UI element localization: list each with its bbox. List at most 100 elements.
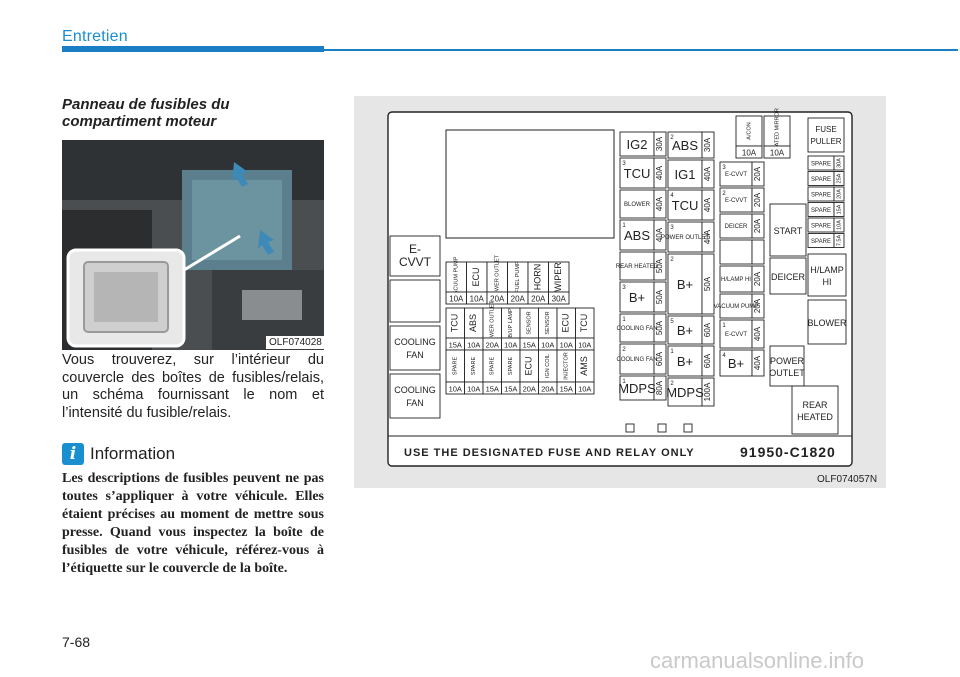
relay-right bbox=[769, 345, 805, 387]
fuse-right-name: DEICER bbox=[725, 224, 748, 230]
fuse-mid-num: 1 bbox=[670, 349, 674, 355]
fuse-upper-amp: 20A bbox=[511, 295, 526, 304]
fuse-mid-num: 1 bbox=[622, 317, 626, 323]
fuse-mid-amp-box bbox=[701, 159, 715, 189]
relay-right bbox=[807, 299, 847, 345]
relay-right-label: OUTLET bbox=[769, 368, 805, 378]
watermark: carmanualsonline.info bbox=[650, 648, 865, 673]
fuse-lower-amp: 10A bbox=[467, 341, 480, 350]
fuse-right bbox=[719, 293, 753, 319]
fuse-mid-amp-box bbox=[701, 345, 715, 377]
fuse-mid-amp: 50A bbox=[655, 289, 664, 304]
relay-left-label: FAN bbox=[406, 350, 424, 360]
fuse-puller-box bbox=[807, 117, 845, 153]
fuse-spare-amp-box bbox=[833, 217, 845, 233]
fuse-lower-name: IGN COIL bbox=[545, 354, 551, 378]
fuse-upper-name: ECU bbox=[471, 267, 481, 286]
fuse-right-amp-box bbox=[751, 161, 765, 187]
fuse-upper-amp: 10A bbox=[470, 295, 485, 304]
page-number: 7-68 bbox=[62, 634, 91, 650]
fuse-spare-amp: 20A bbox=[836, 189, 842, 199]
fuse-spare-name: SPARE bbox=[811, 193, 831, 199]
fuse-right-num: 1 bbox=[722, 323, 726, 329]
fuse-mid bbox=[667, 189, 703, 221]
fuse-right-name: VACUUM PUMP bbox=[714, 304, 759, 310]
relay-right-label: REAR bbox=[802, 400, 828, 410]
info-icon: i bbox=[62, 443, 84, 465]
fuse-mid-amp-box bbox=[701, 189, 715, 221]
fuse-mid-amp: 60A bbox=[703, 353, 712, 368]
relay-left bbox=[389, 325, 441, 371]
fuse-panel-svg: USE THE DESIGNATED FUSE AND RELAY ONLY 9… bbox=[387, 108, 853, 467]
fuse-mid-name: ABS bbox=[624, 228, 650, 243]
relay-right-label: HI bbox=[823, 277, 832, 287]
relay-right-label: DEICER bbox=[771, 272, 806, 282]
fuse-mid bbox=[619, 281, 655, 313]
fuse-upper-amp-box bbox=[548, 291, 570, 305]
fuse-mid-num: 3 bbox=[622, 285, 626, 291]
fuse-right-num: 2 bbox=[722, 191, 726, 197]
fuse-mid-name: IG2 bbox=[627, 137, 648, 152]
relay-right-label: START bbox=[774, 226, 803, 236]
relay-left bbox=[389, 235, 441, 277]
fuse-mid-name: TCU bbox=[672, 198, 699, 213]
fuse-right-amp-box bbox=[751, 293, 765, 319]
fuse-mid-name: IG1 bbox=[675, 167, 696, 182]
fuse-right-amp: 20A bbox=[753, 192, 762, 207]
fuse-mid-name: MDPS bbox=[618, 381, 656, 396]
fuse-mid-amp: 30A bbox=[655, 136, 664, 151]
fuse-top-small-name: A/CON bbox=[746, 122, 752, 139]
fuse-right-num: 4 bbox=[722, 353, 726, 359]
fuse-spare-amp: 10A bbox=[836, 220, 842, 230]
fuse-lower-name: TCU bbox=[579, 314, 589, 333]
fuse-right bbox=[719, 239, 753, 265]
engine-fuse-box-photo bbox=[62, 140, 324, 350]
fuse-spare-amp: 30A bbox=[836, 158, 842, 168]
fuse-right-amp-box bbox=[751, 349, 765, 377]
fuse-mid-amp-box bbox=[653, 281, 667, 313]
fuse-top-small-amp: 10A bbox=[742, 149, 757, 158]
fuse-lower-amp: 20A bbox=[541, 385, 554, 394]
fuse-right-amp: 40A bbox=[753, 326, 762, 341]
connector-tab bbox=[625, 423, 635, 433]
fuse-upper-name: VACUUM PUMP bbox=[454, 256, 460, 297]
fuse-spare-name: SPARE bbox=[811, 162, 831, 168]
fuse-mid-num: 2 bbox=[670, 257, 674, 263]
fuse-mid-amp-box bbox=[653, 251, 667, 281]
fuse-right-amp: 20A bbox=[753, 218, 762, 233]
fuse-mid-name: TCU bbox=[624, 166, 651, 181]
relay-right-label: H/LAMP bbox=[810, 265, 844, 275]
fuse-lower-name: SENSOR bbox=[545, 311, 551, 334]
fuse-mid-num: 2 bbox=[670, 381, 674, 387]
fuse-lower-name: SENSOR bbox=[527, 311, 533, 334]
relay-left-label: FAN bbox=[406, 398, 424, 408]
fuse-spare-amp-box bbox=[833, 202, 845, 217]
fuse-mid-num: 2 bbox=[622, 347, 626, 353]
relay-left-label: COOLING bbox=[394, 385, 436, 395]
fuse-lower-amp: 10A bbox=[541, 341, 554, 350]
relay-left-label: COOLING bbox=[394, 337, 436, 347]
fuse-right-amp-box bbox=[751, 319, 765, 349]
fuse-mid-num: 3 bbox=[622, 161, 626, 167]
fuse-mid-amp: 60A bbox=[703, 322, 712, 337]
fuse-lower-name: SPARE bbox=[471, 357, 477, 376]
fuse-mid-name: COOLING FAN bbox=[616, 357, 657, 363]
relay-right bbox=[807, 253, 847, 297]
fuse-mid-amp: 30A bbox=[703, 137, 712, 152]
fuse-spare-amp-box bbox=[833, 186, 845, 202]
fuse-mid-amp: 50A bbox=[655, 258, 664, 273]
fuse-right-amp: 20A bbox=[753, 298, 762, 313]
fuse-mid-num: 5 bbox=[670, 319, 674, 325]
fuse-spare-amp: 7.5A bbox=[836, 235, 842, 247]
fuse-panel-diagram: USE THE DESIGNATED FUSE AND RELAY ONLY 9… bbox=[354, 96, 886, 488]
fuse-mid-num: 1 bbox=[622, 223, 626, 229]
information-label: Information bbox=[90, 444, 176, 463]
fuse-upper-name: FUEL PUMP bbox=[515, 261, 521, 293]
fuse-right-name: E-CVVT bbox=[725, 172, 747, 178]
fuse-mid-amp-box bbox=[653, 343, 667, 375]
fuse-lower-amp: 20A bbox=[523, 385, 536, 394]
fuse-mid-amp: 80A bbox=[655, 380, 664, 395]
fuse-spare-amp-box bbox=[833, 155, 845, 171]
fuse-lower-amp: 15A bbox=[449, 341, 462, 350]
fuse-mid-amp: 50A bbox=[655, 320, 664, 335]
